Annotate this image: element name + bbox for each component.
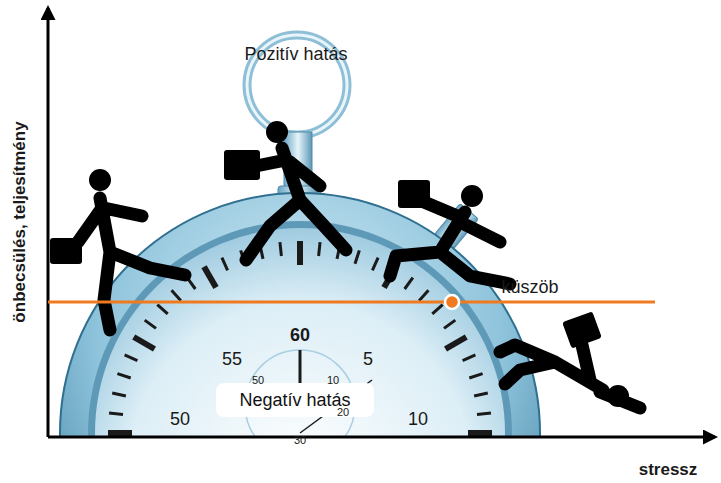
sprinting-man <box>390 180 510 284</box>
dial-tick <box>319 242 320 256</box>
dial-tick <box>134 337 155 349</box>
dial-tick <box>372 258 378 271</box>
dial-tick <box>222 258 228 271</box>
dial-tick <box>157 305 167 314</box>
dial-tick <box>463 355 476 361</box>
dial-number: 10 <box>408 410 428 430</box>
dial-tick <box>297 241 303 265</box>
axis-title: önbecsülés, teljesítmény <box>11 121 30 322</box>
effect-label: Negatív hatás <box>239 390 350 411</box>
subdial-number: 50 <box>252 374 264 386</box>
dial-tick <box>204 267 216 288</box>
effect-label: Pozitív hatás <box>244 45 347 65</box>
dial-tick <box>469 374 482 378</box>
dial-number: 55 <box>222 350 242 370</box>
subdial-number: 20 <box>337 406 349 418</box>
dial-tick <box>112 393 126 396</box>
dial-tick <box>117 374 130 378</box>
dial-tick <box>474 393 488 396</box>
falling-man <box>500 311 640 408</box>
dial-tick <box>444 320 455 328</box>
dial-tick <box>419 290 428 300</box>
dial-tick <box>445 337 466 349</box>
subdial-number: 30 <box>294 434 306 446</box>
running-man <box>224 121 346 260</box>
dial-tick <box>432 305 442 314</box>
dial-tick <box>125 355 138 361</box>
axes <box>48 8 715 437</box>
effect-box: Negatív hatás <box>216 383 374 417</box>
dial-tick <box>477 413 491 414</box>
runner-silhouettes <box>50 121 640 408</box>
subdial-number: 10 <box>327 374 339 386</box>
stopwatch-body <box>60 193 540 437</box>
dial-tick <box>405 278 413 289</box>
axis-title: stressz <box>639 461 698 480</box>
dial-tick <box>145 320 156 328</box>
dial-number: 5 <box>363 350 373 370</box>
threshold <box>48 295 655 309</box>
dial-tick <box>468 430 492 436</box>
walking-man <box>50 169 185 330</box>
dial-number: 50 <box>170 410 190 430</box>
dial-number: 60 <box>290 326 310 346</box>
dial-tick <box>109 413 123 414</box>
dial-tick <box>355 250 359 263</box>
dial-tick <box>280 242 281 256</box>
dial-tick <box>172 290 181 300</box>
threshold-label: küszöb <box>501 278 558 298</box>
dial-tick <box>108 430 132 436</box>
